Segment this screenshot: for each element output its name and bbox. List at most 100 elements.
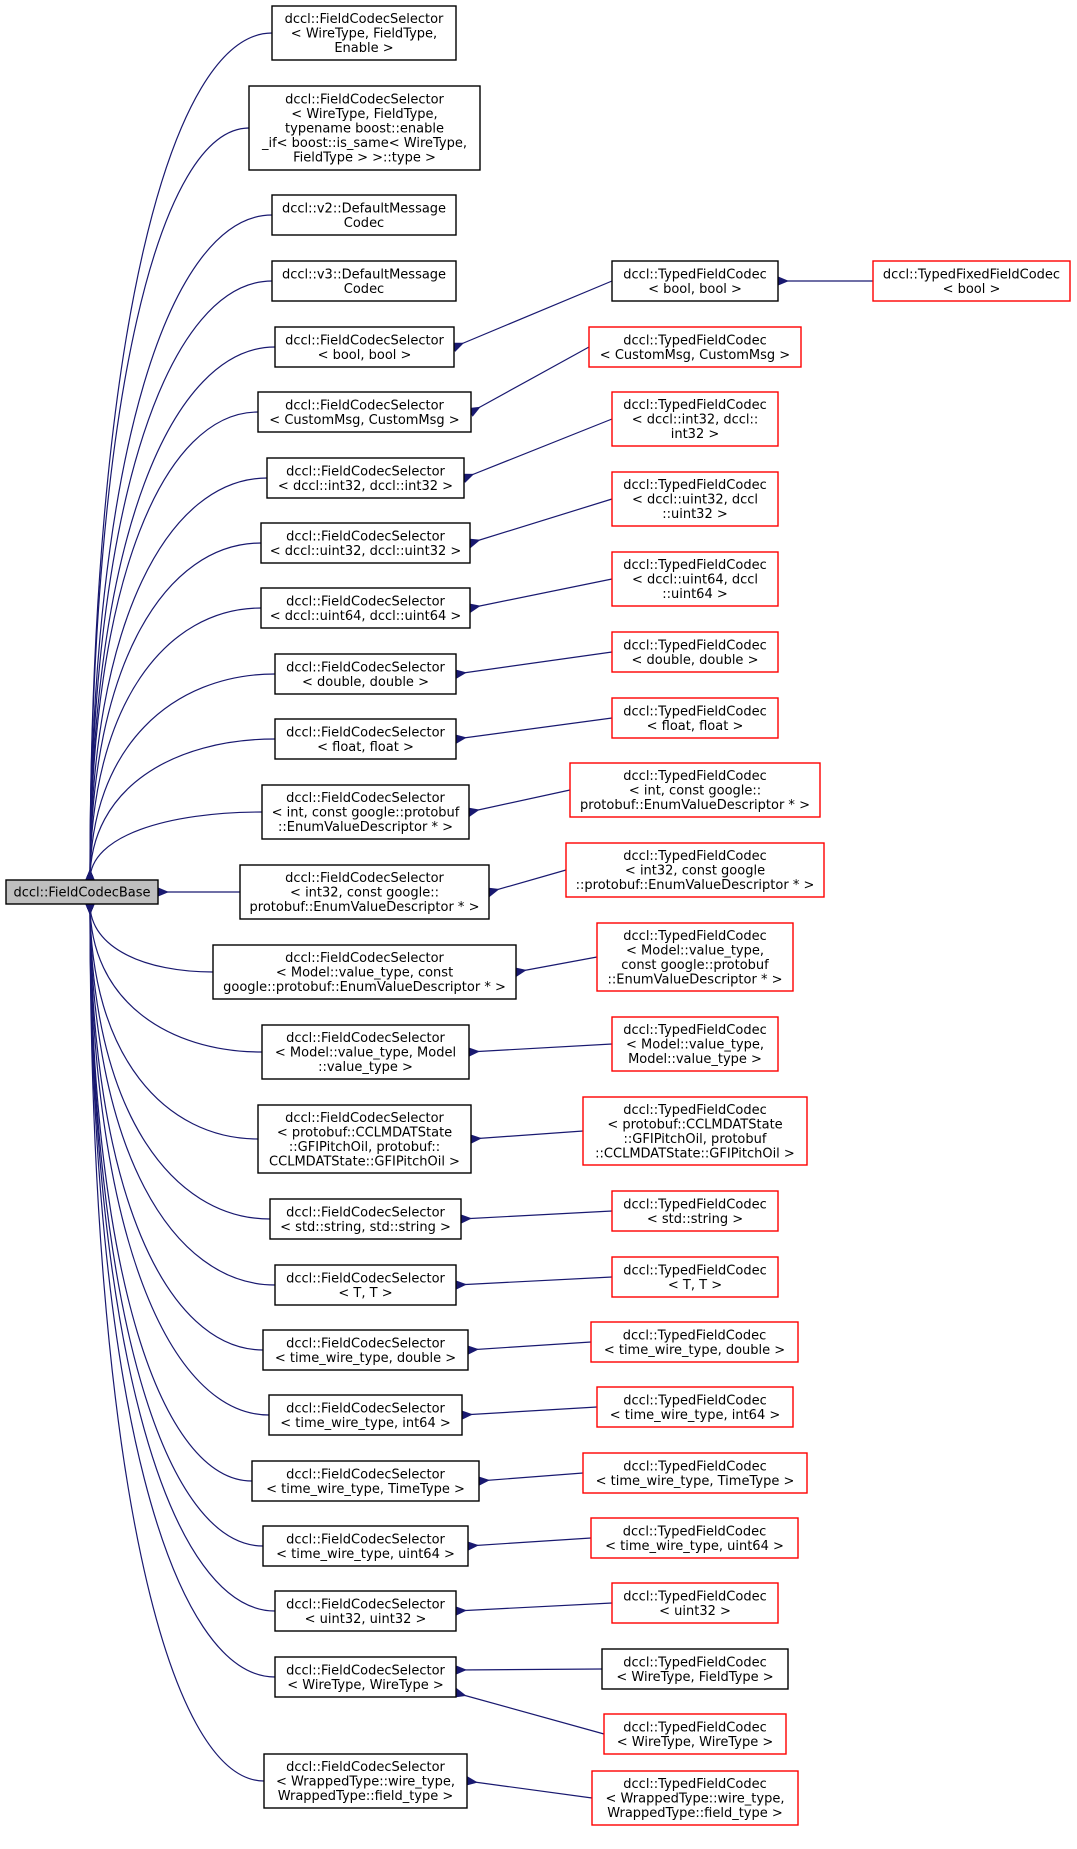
inheritance-edge-tfc-time-uint64-to-sel-time-uint64	[466, 1537, 592, 1552]
class-node-sel-float[interactable]: dccl::FieldCodecSelector< float, float >	[274, 718, 457, 760]
inheritance-edge-tfc-time-timetype-to-sel-time-timetype	[477, 1472, 584, 1487]
class-node-tfc-wire-wire[interactable]: dccl::TypedFieldCodec< WireType, WireTyp…	[603, 1713, 787, 1755]
class-node-tfc-uint64[interactable]: dccl::TypedFieldCodec< dccl::uint64, dcc…	[611, 551, 779, 607]
class-node-label: dccl::TypedFieldCodec	[623, 1459, 766, 1474]
class-node-sel-model-model[interactable]: dccl::FieldCodecSelector< Model::value_t…	[261, 1024, 470, 1080]
class-node-label: < WireType, WireType >	[617, 1735, 774, 1750]
inheritance-edge-sel-wire-wire-to-base	[84, 902, 276, 1678]
inheritance-arrow	[468, 578, 613, 614]
class-node-sel-double[interactable]: dccl::FieldCodecSelector< double, double…	[274, 653, 457, 695]
class-node-tfc-custommsg[interactable]: dccl::TypedFieldCodec< CustomMsg, Custom…	[588, 326, 802, 368]
inheritance-arrow	[84, 214, 273, 882]
class-node-label: dccl::FieldCodecSelector	[285, 333, 444, 348]
class-node-tfc-model-model[interactable]: dccl::TypedFieldCodec< Model::value_type…	[611, 1016, 779, 1072]
class-node-label: < time_wire_type, double >	[604, 1343, 785, 1358]
class-node-box	[266, 457, 465, 499]
class-node-box	[582, 1452, 808, 1494]
inheritance-edge-sel-int32-to-base	[84, 477, 268, 882]
class-node-sel-time-double[interactable]: dccl::FieldCodecSelector< time_wire_type…	[262, 1329, 469, 1371]
class-node-label: protobuf::EnumValueDescriptor * >	[580, 798, 810, 813]
inheritance-edge-tfc-double-to-sel-double	[454, 651, 613, 680]
class-node-label: ::GFIPitchOil, protobuf::	[289, 1140, 440, 1155]
inheritance-edge-v3-default-to-base	[84, 280, 273, 882]
class-node-label: < double, double >	[302, 675, 429, 690]
class-node-sel-enable[interactable]: dccl::FieldCodecSelector< WireType, Fiel…	[271, 5, 457, 61]
class-node-tfc-float[interactable]: dccl::TypedFieldCodec< float, float >	[611, 697, 779, 739]
class-node-box	[611, 1190, 779, 1232]
class-node-tfc-int-enum[interactable]: dccl::TypedFieldCodec< int, const google…	[569, 762, 821, 818]
class-node-sel-uint32[interactable]: dccl::FieldCodecSelector< dccl::uint32, …	[260, 522, 471, 564]
inheritance-edge-tfc-int-enum-to-sel-int-enum	[466, 789, 571, 818]
inheritance-edge-tfc-bool-to-sel-bool	[451, 280, 613, 352]
class-node-sel-int32[interactable]: dccl::FieldCodecSelector< dccl::int32, d…	[266, 457, 465, 499]
class-node-tfc-time-double[interactable]: dccl::TypedFieldCodec< time_wire_type, d…	[590, 1321, 799, 1363]
inheritance-edge-tfc-model-model-to-sel-model-model	[467, 1043, 613, 1058]
class-node-sel-int32-enum[interactable]: dccl::FieldCodecSelector< int32, const g…	[239, 864, 490, 920]
class-node-box	[257, 391, 472, 433]
class-node-sel-custommsg[interactable]: dccl::FieldCodecSelector< CustomMsg, Cus…	[257, 391, 472, 433]
class-node-tfc-time-timetype[interactable]: dccl::TypedFieldCodec< time_wire_type, T…	[582, 1452, 808, 1494]
class-node-sel-wrapped[interactable]: dccl::FieldCodecSelector< WrappedType::w…	[263, 1753, 468, 1809]
class-node-label: dccl::TypedFieldCodec	[623, 1328, 766, 1343]
class-node-label: int32 >	[671, 427, 720, 442]
class-node-box	[274, 653, 457, 695]
class-node-tfc-model-enum[interactable]: dccl::TypedFieldCodec< Model::value_type…	[596, 922, 794, 992]
class-node-tfc-tt[interactable]: dccl::TypedFieldCodec< T, T >	[611, 1256, 779, 1298]
inheritance-edge-tfc-int32-enum-to-sel-int32-enum	[486, 869, 567, 898]
class-node-label: dccl::TypedFieldCodec	[623, 398, 766, 413]
class-node-box	[261, 784, 470, 840]
class-node-tfc-uint32[interactable]: dccl::TypedFieldCodec< dccl::uint32, dcc…	[611, 471, 779, 527]
class-node-sel-time-timetype[interactable]: dccl::FieldCodecSelector< time_wire_type…	[251, 1460, 480, 1502]
class-node-tfc-int32[interactable]: dccl::TypedFieldCodec< dccl::int32, dccl…	[611, 391, 779, 447]
class-node-tfc-wrapped[interactable]: dccl::TypedFieldCodec< WrappedType::wire…	[591, 1770, 799, 1826]
class-node-tfc-ccl[interactable]: dccl::TypedFieldCodec< protobuf::CCLMDAT…	[582, 1096, 808, 1166]
inheritance-arrow	[467, 346, 590, 417]
class-node-sel-tt[interactable]: dccl::FieldCodecSelector< T, T >	[274, 1264, 457, 1306]
class-node-sel-string[interactable]: dccl::FieldCodecSelector< std::string, s…	[269, 1198, 462, 1240]
class-node-label: dccl::FieldCodecSelector	[285, 12, 444, 27]
class-node-box	[274, 1656, 457, 1698]
inheritance-arrow	[454, 1602, 613, 1617]
class-node-label: dccl::FieldCodecSelector	[286, 1031, 445, 1046]
class-node-sel-uint64[interactable]: dccl::FieldCodecSelector< dccl::uint64, …	[260, 587, 471, 629]
class-node-base[interactable]: dccl::FieldCodecBase	[5, 879, 159, 905]
class-node-sel-ccl[interactable]: dccl::FieldCodecSelector< protobuf::CCLM…	[257, 1104, 472, 1174]
class-node-label: dccl::FieldCodecSelector	[286, 1336, 445, 1351]
class-node-tfc-bool[interactable]: dccl::TypedFieldCodec< bool, bool >	[611, 260, 779, 302]
inheritance-edge-sel-bool-to-base	[84, 346, 276, 882]
class-node-label: Model::value_type >	[628, 1052, 762, 1067]
class-node-tffc-bool[interactable]: dccl::TypedFixedFieldCodec< bool >	[872, 260, 1071, 302]
class-node-tfc-string[interactable]: dccl::TypedFieldCodec< std::string >	[611, 1190, 779, 1232]
class-node-box	[262, 1525, 469, 1567]
class-node-tfc-wire-field[interactable]: dccl::TypedFieldCodec< WireType, FieldTy…	[601, 1648, 789, 1690]
class-node-sel-uint32-uint32[interactable]: dccl::FieldCodecSelector< uint32, uint32…	[274, 1590, 457, 1632]
class-node-tfc-uint32-uint32[interactable]: dccl::TypedFieldCodec< uint32 >	[611, 1582, 779, 1624]
class-node-sel-time-int64[interactable]: dccl::FieldCodecSelector< time_wire_type…	[268, 1394, 463, 1436]
class-node-label: dccl::TypedFieldCodec	[623, 1393, 766, 1408]
inheritance-arrow	[84, 477, 268, 882]
inheritance-edge-sel-wrapped-to-base	[84, 902, 265, 1782]
inheritance-edge-tfc-float-to-sel-float	[454, 717, 613, 745]
class-node-label: dccl::v2::DefaultMessage	[282, 201, 446, 216]
inheritance-arrow	[514, 956, 598, 978]
inheritance-arrow	[465, 1775, 593, 1799]
inheritance-edge-sel-uint32-uint32-to-base	[84, 902, 276, 1612]
class-node-tfc-double[interactable]: dccl::TypedFieldCodec< double, double >	[611, 631, 779, 673]
class-node-sel-model-enum[interactable]: dccl::FieldCodecSelector< Model::value_t…	[212, 944, 517, 1000]
class-node-sel-wire-wire[interactable]: dccl::FieldCodecSelector< WireType, Wire…	[274, 1656, 457, 1698]
class-node-sel-bool[interactable]: dccl::FieldCodecSelector< bool, bool >	[274, 326, 455, 368]
class-node-label: google::protobuf::EnumValueDescriptor * …	[223, 980, 506, 995]
class-node-sel-time-uint64[interactable]: dccl::FieldCodecSelector< time_wire_type…	[262, 1525, 469, 1567]
class-node-label: dccl::TypedFieldCodec	[623, 929, 766, 944]
class-node-tfc-time-uint64[interactable]: dccl::TypedFieldCodec< time_wire_type, u…	[590, 1517, 799, 1559]
class-node-tfc-time-int64[interactable]: dccl::TypedFieldCodec< time_wire_type, i…	[596, 1386, 794, 1428]
class-node-sel-int-enum[interactable]: dccl::FieldCodecSelector< int, const goo…	[261, 784, 470, 840]
class-node-label: dccl::FieldCodecSelector	[286, 529, 445, 544]
class-node-label: dccl::FieldCodecSelector	[286, 1205, 445, 1220]
class-node-tfc-int32-enum[interactable]: dccl::TypedFieldCodec< int32, const goog…	[565, 842, 825, 898]
class-node-label: < CustomMsg, CustomMsg >	[269, 413, 459, 428]
class-node-sel-enable-if[interactable]: dccl::FieldCodecSelector< WireType, Fiel…	[248, 85, 481, 171]
